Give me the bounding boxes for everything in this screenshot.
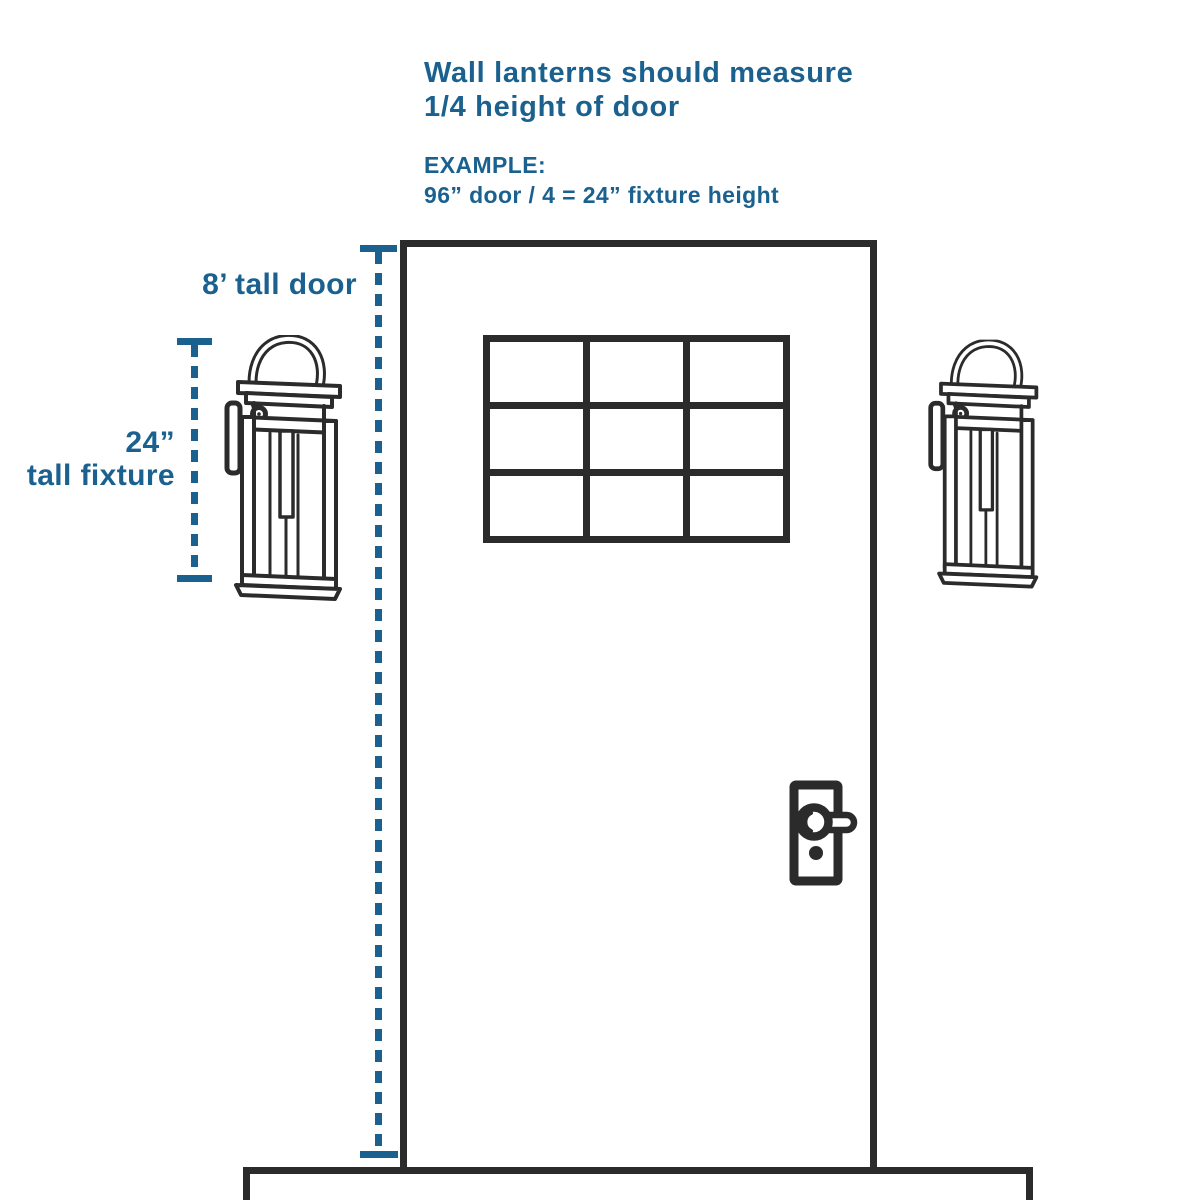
door-height-label: 8’ tall door (202, 268, 357, 301)
heading-line1: Wall lanterns should measure (424, 57, 854, 89)
window-pane (490, 476, 583, 536)
fixture-measure-dashed-line (191, 345, 198, 575)
door-measure-cap-top (360, 245, 397, 252)
window-pane (690, 342, 783, 402)
window-pane (690, 476, 783, 536)
door-window-grid (483, 335, 790, 543)
fixture-measure-cap-bottom (177, 575, 212, 582)
heading: Wall lanterns should measure 1/4 height … (424, 56, 853, 124)
fixture-height-line2: tall fixture (26, 459, 175, 492)
fixture-height-line1: 24” (125, 426, 175, 459)
door-handle-icon (789, 780, 858, 886)
example-label: EXAMPLE: (424, 152, 547, 178)
window-pane (590, 409, 683, 469)
heading-line2: 1/4 height of door (424, 91, 680, 123)
window-pane (490, 409, 583, 469)
window-pane (690, 409, 783, 469)
wall-lantern-left-icon (222, 335, 346, 603)
example-formula: 96” door / 4 = 24” fixture height (424, 182, 780, 208)
fixture-height-label: 24” tall fixture (27, 426, 175, 492)
porch-step (243, 1167, 1033, 1200)
window-pane (490, 342, 583, 402)
example-block: EXAMPLE: 96” door / 4 = 24” fixture heig… (424, 150, 779, 210)
door-measure-cap-bottom (360, 1151, 398, 1158)
window-pane (590, 342, 683, 402)
wall-lantern-right-icon (926, 336, 1042, 594)
door-measure-dashed-line (375, 252, 382, 1152)
window-pane (590, 476, 683, 536)
fixture-measure-cap-top (177, 338, 212, 345)
